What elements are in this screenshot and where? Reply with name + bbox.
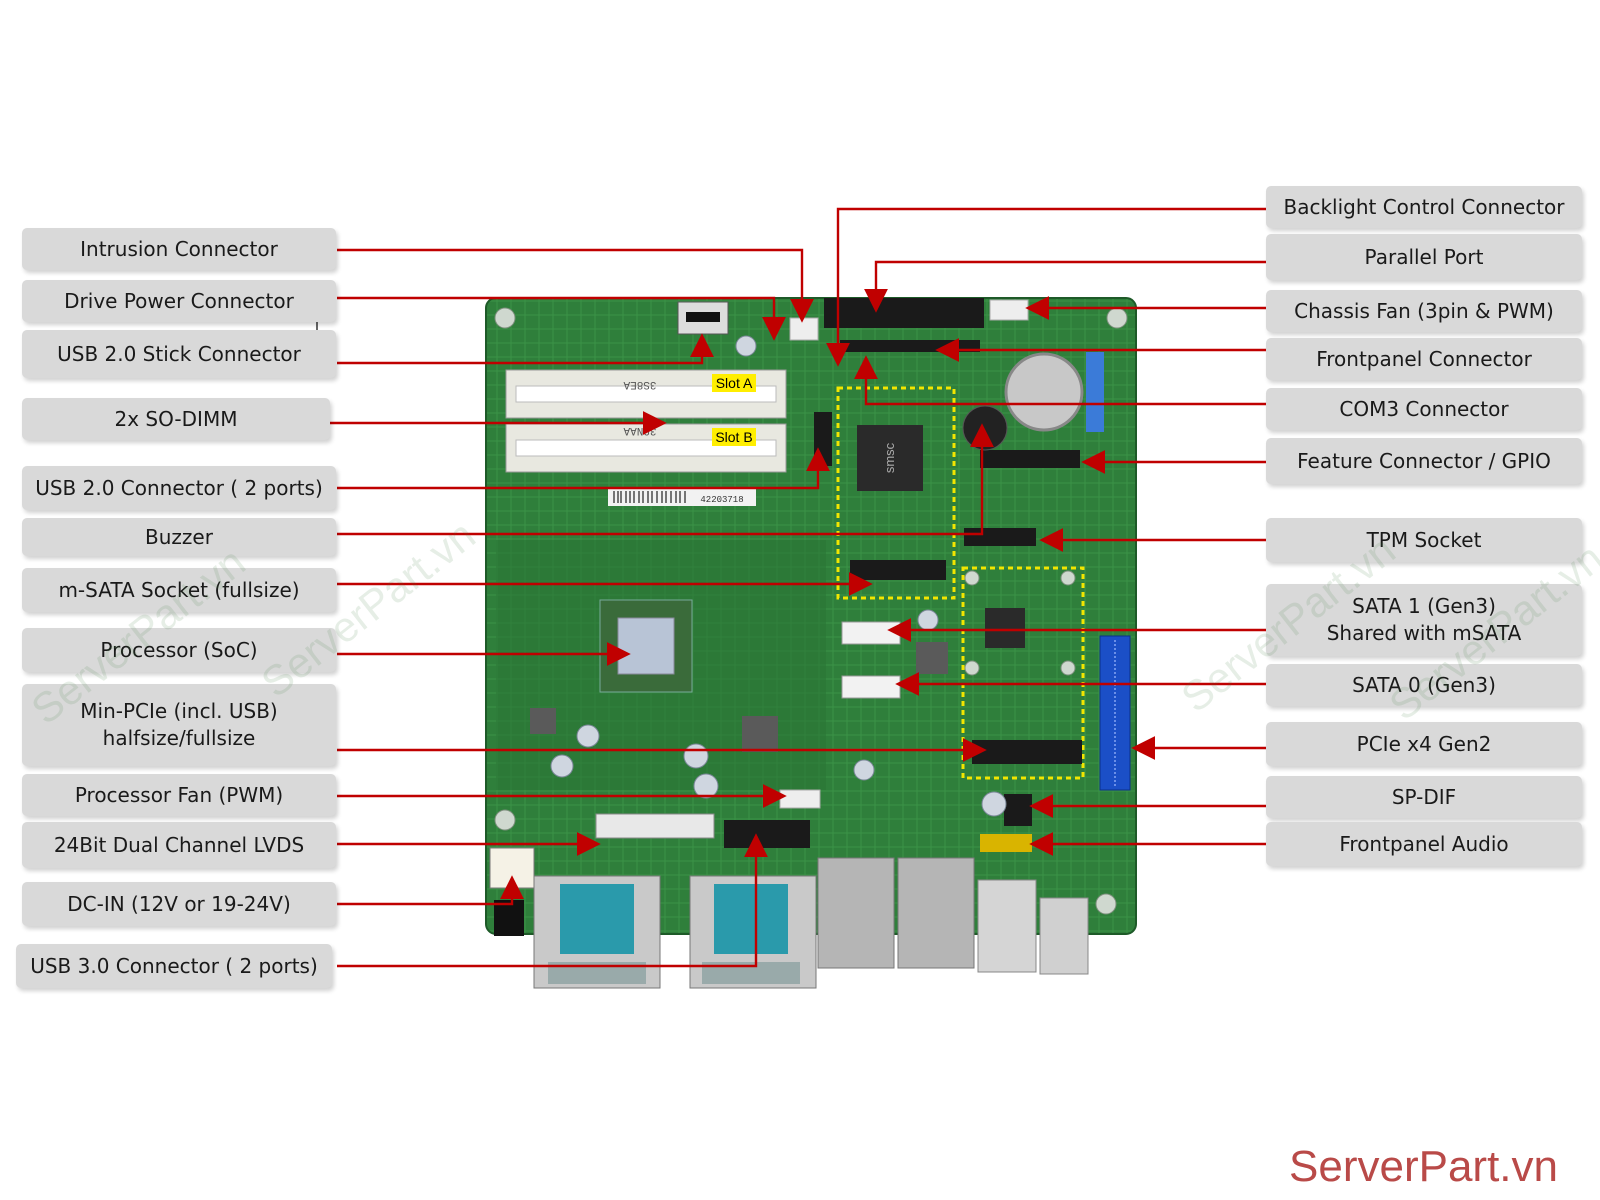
label-text: 24Bit Dual Channel LVDS <box>53 832 305 857</box>
label-text: m-SATA Socket (fullsize) <box>58 577 300 602</box>
label-text: Intrusion Connector <box>80 236 278 261</box>
label-text: SATA 0 (Gen3) <box>1352 672 1496 697</box>
label-text: Frontpanel Audio <box>1339 831 1509 856</box>
dimm-code-b: 39NAA <box>623 424 656 436</box>
label-frontpanel-connector: Frontpanel Connector <box>1266 338 1582 380</box>
super-io-chip <box>857 425 923 491</box>
label-text: COM3 Connector <box>1339 396 1509 421</box>
sata1-port <box>841 621 901 645</box>
barcode-number: 42203718 <box>700 495 743 505</box>
barcode-sticker <box>608 488 756 506</box>
label-text: Frontpanel Connector <box>1316 346 1532 371</box>
label-text-line2: Shared with mSATA <box>1326 621 1522 645</box>
label-text: PCIe x4 Gen2 <box>1356 731 1492 756</box>
label-processor-fan: Processor Fan (PWM) <box>22 774 336 816</box>
label-feature-connector: Feature Connector / GPIO <box>1266 438 1582 484</box>
inductors <box>530 642 948 752</box>
label-lvds: 24Bit Dual Channel LVDS <box>22 822 336 868</box>
label-backlight-control: Backlight Control Connector <box>1266 186 1582 228</box>
msata-highlight <box>836 386 956 600</box>
intrusion-header <box>789 317 819 341</box>
label-msata-socket: m-SATA Socket (fullsize) <box>22 568 336 612</box>
label-processor-soc: Processor (SoC) <box>22 628 336 672</box>
dimm-code-a: 3S8EA <box>623 378 656 390</box>
minipcie-highlight <box>961 566 1085 780</box>
label-pcie-x4: PCIe x4 Gen2 <box>1266 722 1582 766</box>
label-text: Chassis Fan (3pin & PWM) <box>1294 298 1554 323</box>
label-text: Buzzer <box>145 524 213 549</box>
label-sp-dif: SP-DIF <box>1266 776 1582 818</box>
label-text: Drive Power Connector <box>64 288 294 313</box>
leader-lines <box>330 207 1266 968</box>
sata0-port <box>841 675 901 699</box>
label-text: USB 2.0 Stick Connector <box>57 341 301 366</box>
label-usb3-connector: USB 3.0 Connector ( 2 ports) <box>16 944 332 988</box>
label-text: DC-IN (12V or 19-24V) <box>67 891 291 916</box>
label-text: Backlight Control Connector <box>1283 194 1565 219</box>
label-text: 2x SO-DIMM <box>114 406 238 431</box>
processor-fan-header <box>779 789 821 809</box>
label-text: Feature Connector / GPIO <box>1297 448 1551 473</box>
slot-b-label: Slot B <box>715 429 752 445</box>
label-so-dimm: 2x SO-DIMM <box>22 398 330 440</box>
label-intrusion-connector: Intrusion Connector <box>22 228 336 270</box>
brand-logo-text: ServerPart.vn <box>1289 1142 1558 1191</box>
lvds-connector <box>595 813 715 839</box>
label-buzzer: Buzzer <box>22 518 336 556</box>
barcode <box>613 491 686 503</box>
com-ports <box>533 875 817 989</box>
minipcie-slot <box>972 740 1082 764</box>
label-text-line2: halfsize/fullsize <box>102 726 256 750</box>
label-sata0: SATA 0 (Gen3) <box>1266 664 1582 706</box>
label-text: SP-DIF <box>1391 784 1457 809</box>
label-text: USB 2.0 Connector ( 2 ports) <box>35 475 323 500</box>
label-usb2-stick-connector: USB 2.0 Stick Connector <box>22 330 336 378</box>
rear-io-ports <box>817 857 1089 975</box>
label-dc-in: DC-IN (12V or 19-24V) <box>22 882 336 926</box>
buzzer-part <box>962 405 1008 451</box>
cmos-battery <box>1004 352 1084 432</box>
label-text: Min-PCIe (incl. USB) <box>80 699 278 723</box>
so-dimm-slots <box>505 369 787 473</box>
label-usb2-connector: USB 2.0 Connector ( 2 ports) <box>22 466 336 510</box>
label-text: Parallel Port <box>1364 244 1484 269</box>
mounting-holes <box>494 307 1128 915</box>
label-sata1: SATA 1 (Gen3) Shared with mSATA <box>1266 584 1582 656</box>
label-text: SATA 1 (Gen3) <box>1352 594 1496 618</box>
chip-brand: smsc <box>882 442 897 473</box>
label-parallel-port: Parallel Port <box>1266 234 1582 280</box>
label-com3-connector: COM3 Connector <box>1266 388 1582 430</box>
label-chassis-fan: Chassis Fan (3pin & PWM) <box>1266 290 1582 332</box>
msata-slot <box>850 560 946 580</box>
chassis-fan-header <box>989 299 1029 321</box>
label-text: Processor Fan (PWM) <box>74 782 284 807</box>
label-text: USB 3.0 Connector ( 2 ports) <box>30 953 318 978</box>
label-mini-pcie: Min-PCIe (incl. USB) halfsize/fullsize <box>22 684 336 766</box>
label-text: Processor (SoC) <box>100 637 258 662</box>
slot-a-label: Slot A <box>716 375 753 391</box>
label-tpm-socket: TPM Socket <box>1266 518 1582 562</box>
label-frontpanel-audio: Frontpanel Audio <box>1266 822 1582 866</box>
frontpanel-audio-header <box>980 834 1032 852</box>
label-text: TPM Socket <box>1366 527 1482 552</box>
label-drive-power-connector: Drive Power Connector <box>22 280 336 322</box>
